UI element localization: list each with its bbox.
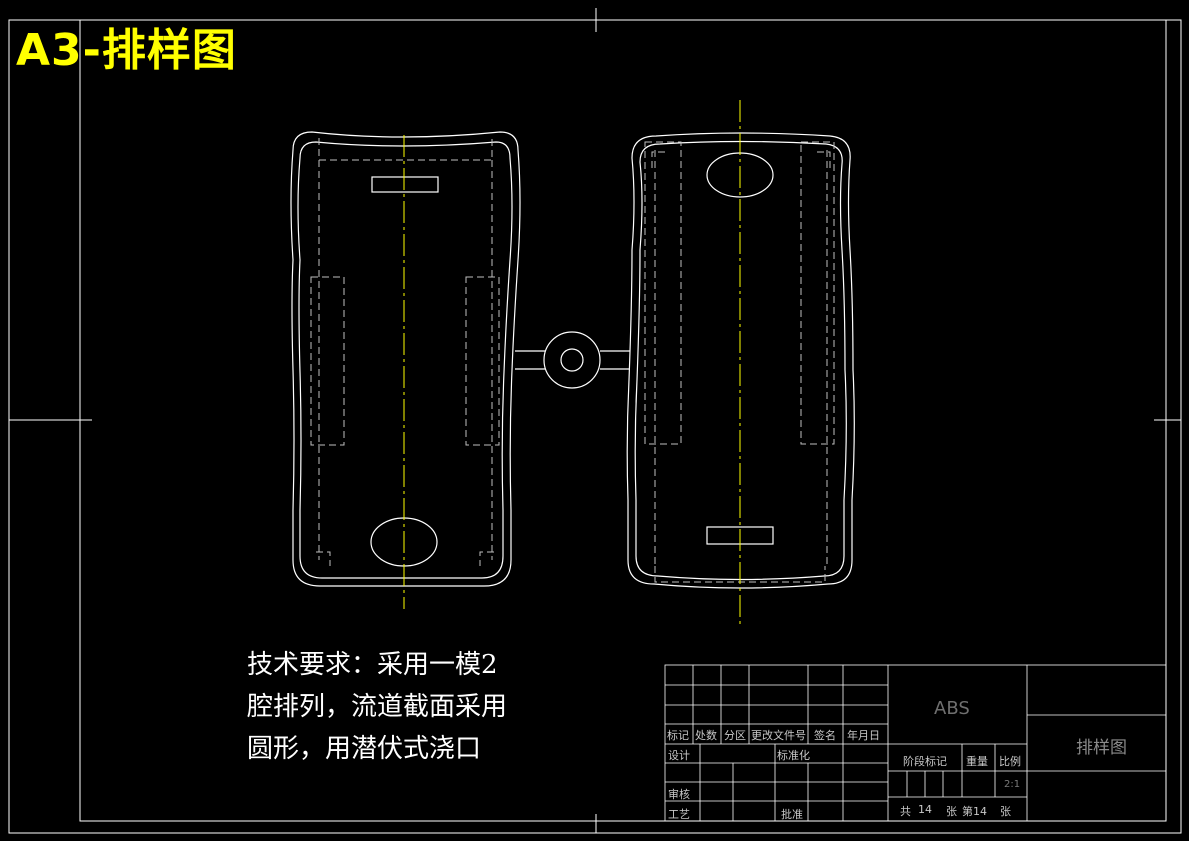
right-part-inner-outline xyxy=(634,140,847,581)
sheet-number: 第14 xyxy=(962,805,987,818)
left-cavity-part xyxy=(290,131,521,587)
scale-label: 比例 xyxy=(999,755,1021,768)
left-part-inner-outline xyxy=(297,141,513,579)
stage-mark-label: 阶段标记 xyxy=(903,755,947,768)
right-hidden-rib-left xyxy=(644,141,682,445)
design-label: 设计 xyxy=(668,749,690,762)
weight-label: 重量 xyxy=(966,755,988,768)
col-date-label: 年月日 xyxy=(847,729,880,742)
col-mark-label: 标记 xyxy=(667,729,689,742)
left-hidden-rib-right xyxy=(465,276,500,446)
total-sheets-value: 14 xyxy=(918,803,932,816)
inner-border xyxy=(79,19,1167,822)
tech-req-line-2: 腔排列，流道截面采用 xyxy=(247,692,508,722)
material-value: ABS xyxy=(934,698,970,719)
sheets-unit-2: 张 xyxy=(1000,805,1011,818)
right-hidden-corner-tl xyxy=(651,151,668,168)
sheets-unit-1: 张 xyxy=(946,805,957,818)
col-change-doc-label: 更改文件号 xyxy=(751,729,806,742)
right-hidden-corner-tr xyxy=(814,151,831,168)
sprue-outer-circle xyxy=(543,331,601,389)
title-block-grid xyxy=(664,664,1167,822)
drawing-frame xyxy=(8,8,1182,834)
right-cavity-part xyxy=(626,132,855,589)
right-part-hidden-lines xyxy=(644,141,835,583)
outer-border xyxy=(8,19,1182,834)
left-part-hidden-lines xyxy=(310,138,500,566)
left-hidden-corner-bl xyxy=(316,551,331,566)
left-hidden-top-lip xyxy=(318,138,493,161)
left-hidden-corner-br xyxy=(479,551,494,566)
right-hidden-rib-right xyxy=(800,141,835,445)
process-label: 工艺 xyxy=(668,808,690,821)
col-zone-label: 分区 xyxy=(724,729,746,742)
left-part-slot xyxy=(371,176,439,193)
standardize-label: 标准化 xyxy=(777,749,810,762)
review-label: 审核 xyxy=(668,788,690,801)
right-part-outer-outline xyxy=(626,132,855,589)
technical-requirements: 技术要求：采用一模2 腔排列，流道截面采用 圆形，用潜伏式浇口 xyxy=(247,644,587,770)
left-part-outer-outline xyxy=(290,131,521,587)
approve-label: 批准 xyxy=(781,808,803,821)
scale-value: 2:1 xyxy=(1004,779,1021,790)
tech-req-line-3: 圆形，用潜伏式浇口 xyxy=(247,734,482,764)
title-block-border xyxy=(664,664,1167,822)
drawing-name: 排样图 xyxy=(1076,738,1127,758)
sprue-inner-circle xyxy=(560,348,584,372)
total-sheets-label: 共 xyxy=(900,805,911,818)
tech-req-line-1: 技术要求：采用一模2 xyxy=(247,650,498,680)
col-sign-label: 签名 xyxy=(814,729,836,742)
col-count-label: 处数 xyxy=(695,729,717,742)
runner-system xyxy=(515,331,630,389)
drawing-title: A3-排样图 xyxy=(16,25,237,76)
left-hidden-rib-left xyxy=(310,276,345,446)
